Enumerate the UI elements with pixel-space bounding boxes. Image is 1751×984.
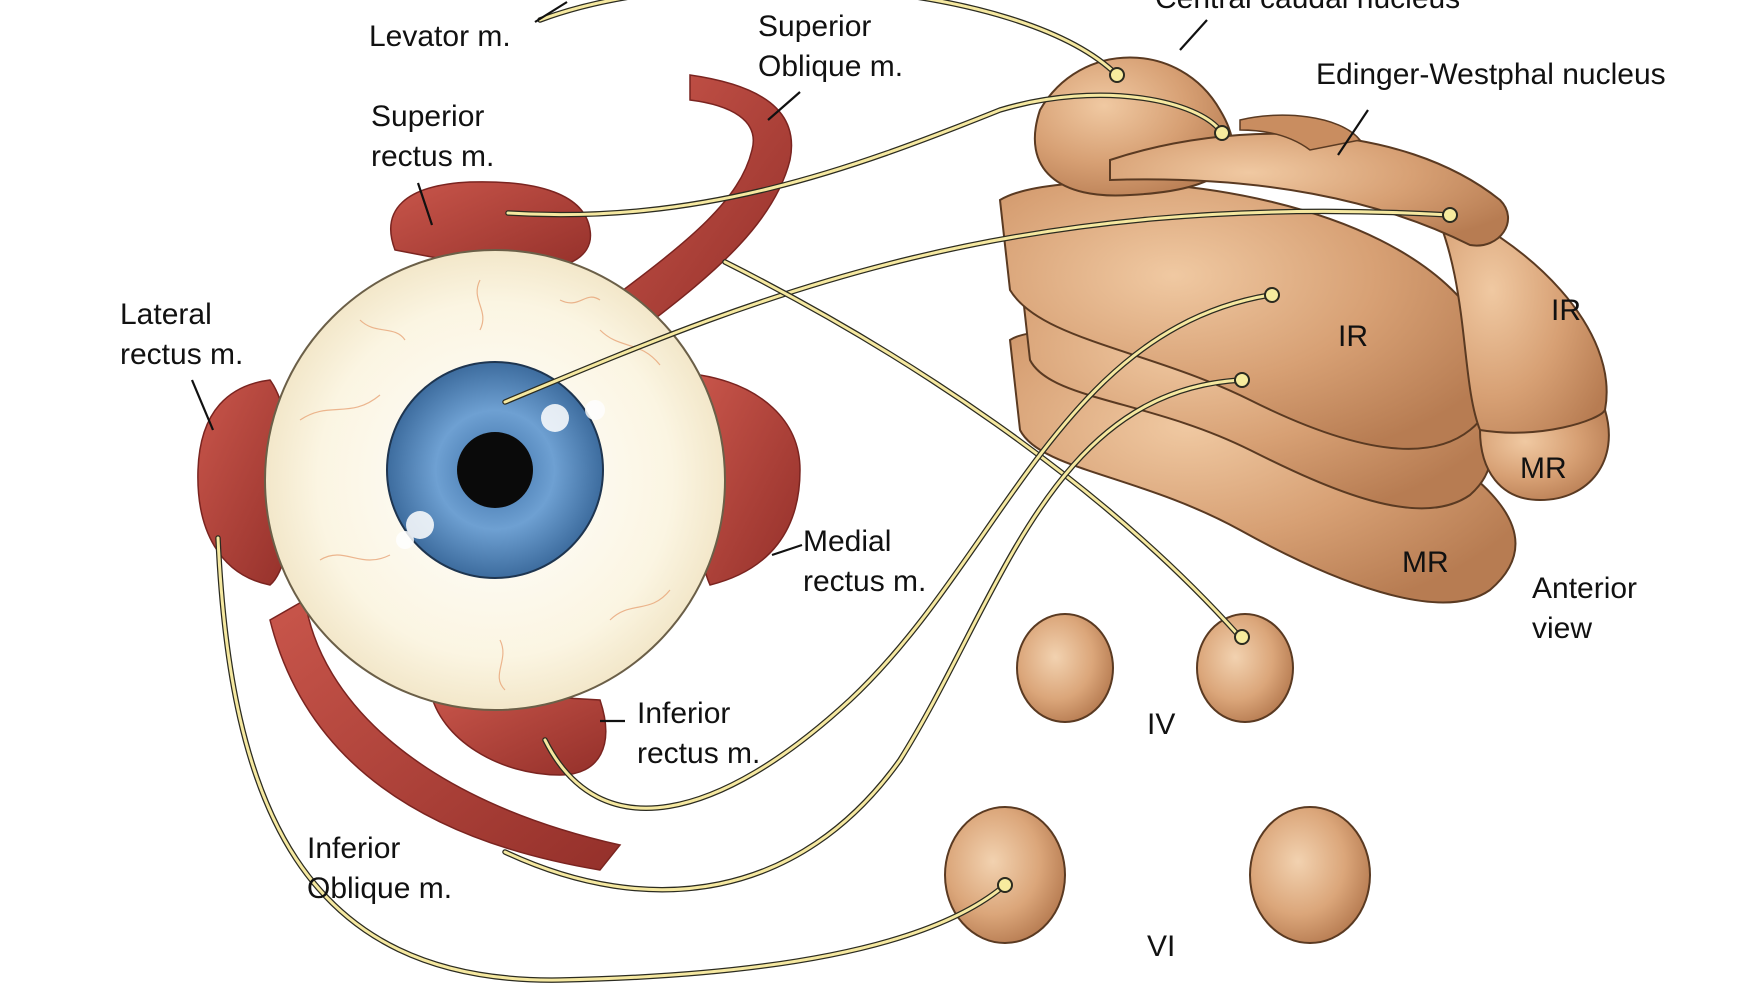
label-lateral-rectus-line2: rectus m.: [120, 338, 243, 371]
label-inferior-oblique-line1: Inferior: [307, 832, 400, 865]
trochlear-nucleus-left: [1016, 613, 1114, 723]
trochlear-nucleus-right: [1196, 613, 1294, 723]
label-superior-oblique-line2: Oblique m.: [758, 50, 903, 83]
label-edinger-westphal-nucleus: Edinger-Westphal nucleus: [1316, 58, 1666, 91]
sclera-vessels: [299, 279, 671, 691]
label-mr-right: MR: [1520, 452, 1567, 485]
label-superior-oblique-line1: Superior: [758, 10, 871, 43]
label-nucleus-vi: VI: [1147, 930, 1175, 963]
label-ir-left: IR: [1338, 320, 1368, 353]
abducens-nucleus-right: [1249, 806, 1371, 944]
abducens-nucleus-left: [944, 806, 1066, 944]
label-anterior-line2: view: [1532, 612, 1592, 645]
label-nucleus-iv: IV: [1147, 708, 1175, 741]
nerve-endpoints: [997, 67, 1458, 893]
label-ir-right: IR: [1551, 294, 1581, 327]
label-superior-rectus-line2: rectus m.: [371, 140, 494, 173]
label-medial-rectus-line2: rectus m.: [803, 565, 926, 598]
label-anterior-line1: Anterior: [1532, 572, 1637, 605]
eye-highlights: [396, 400, 605, 549]
label-inferior-rectus-line1: Inferior: [637, 697, 730, 730]
nucleus-labels: Central caudal nucleus Edinger-Westphal …: [1147, 0, 1666, 963]
muscle-labels: Levator m. Superior Oblique m. Superior …: [120, 10, 926, 905]
label-central-caudal-nucleus: Central caudal nucleus: [1155, 0, 1460, 15]
label-inferior-oblique-line2: Oblique m.: [307, 872, 452, 905]
label-medial-rectus-line1: Medial: [803, 525, 891, 558]
label-levator: Levator m.: [369, 20, 511, 53]
label-inferior-rectus-line2: rectus m.: [637, 737, 760, 770]
pupil: [457, 432, 533, 508]
nerve-fibers: [215, 0, 1453, 983]
inferior-rectus-muscle: [429, 689, 607, 776]
label-superior-rectus-line1: Superior: [371, 100, 484, 133]
leader-lines: [190, 1, 1369, 723]
label-lateral-rectus-line1: Lateral: [120, 298, 212, 331]
inferior-oblique-muscle: [269, 598, 622, 871]
label-mr-left: MR: [1402, 546, 1449, 579]
oculomotor-nuclear-complex: [998, 56, 1610, 604]
